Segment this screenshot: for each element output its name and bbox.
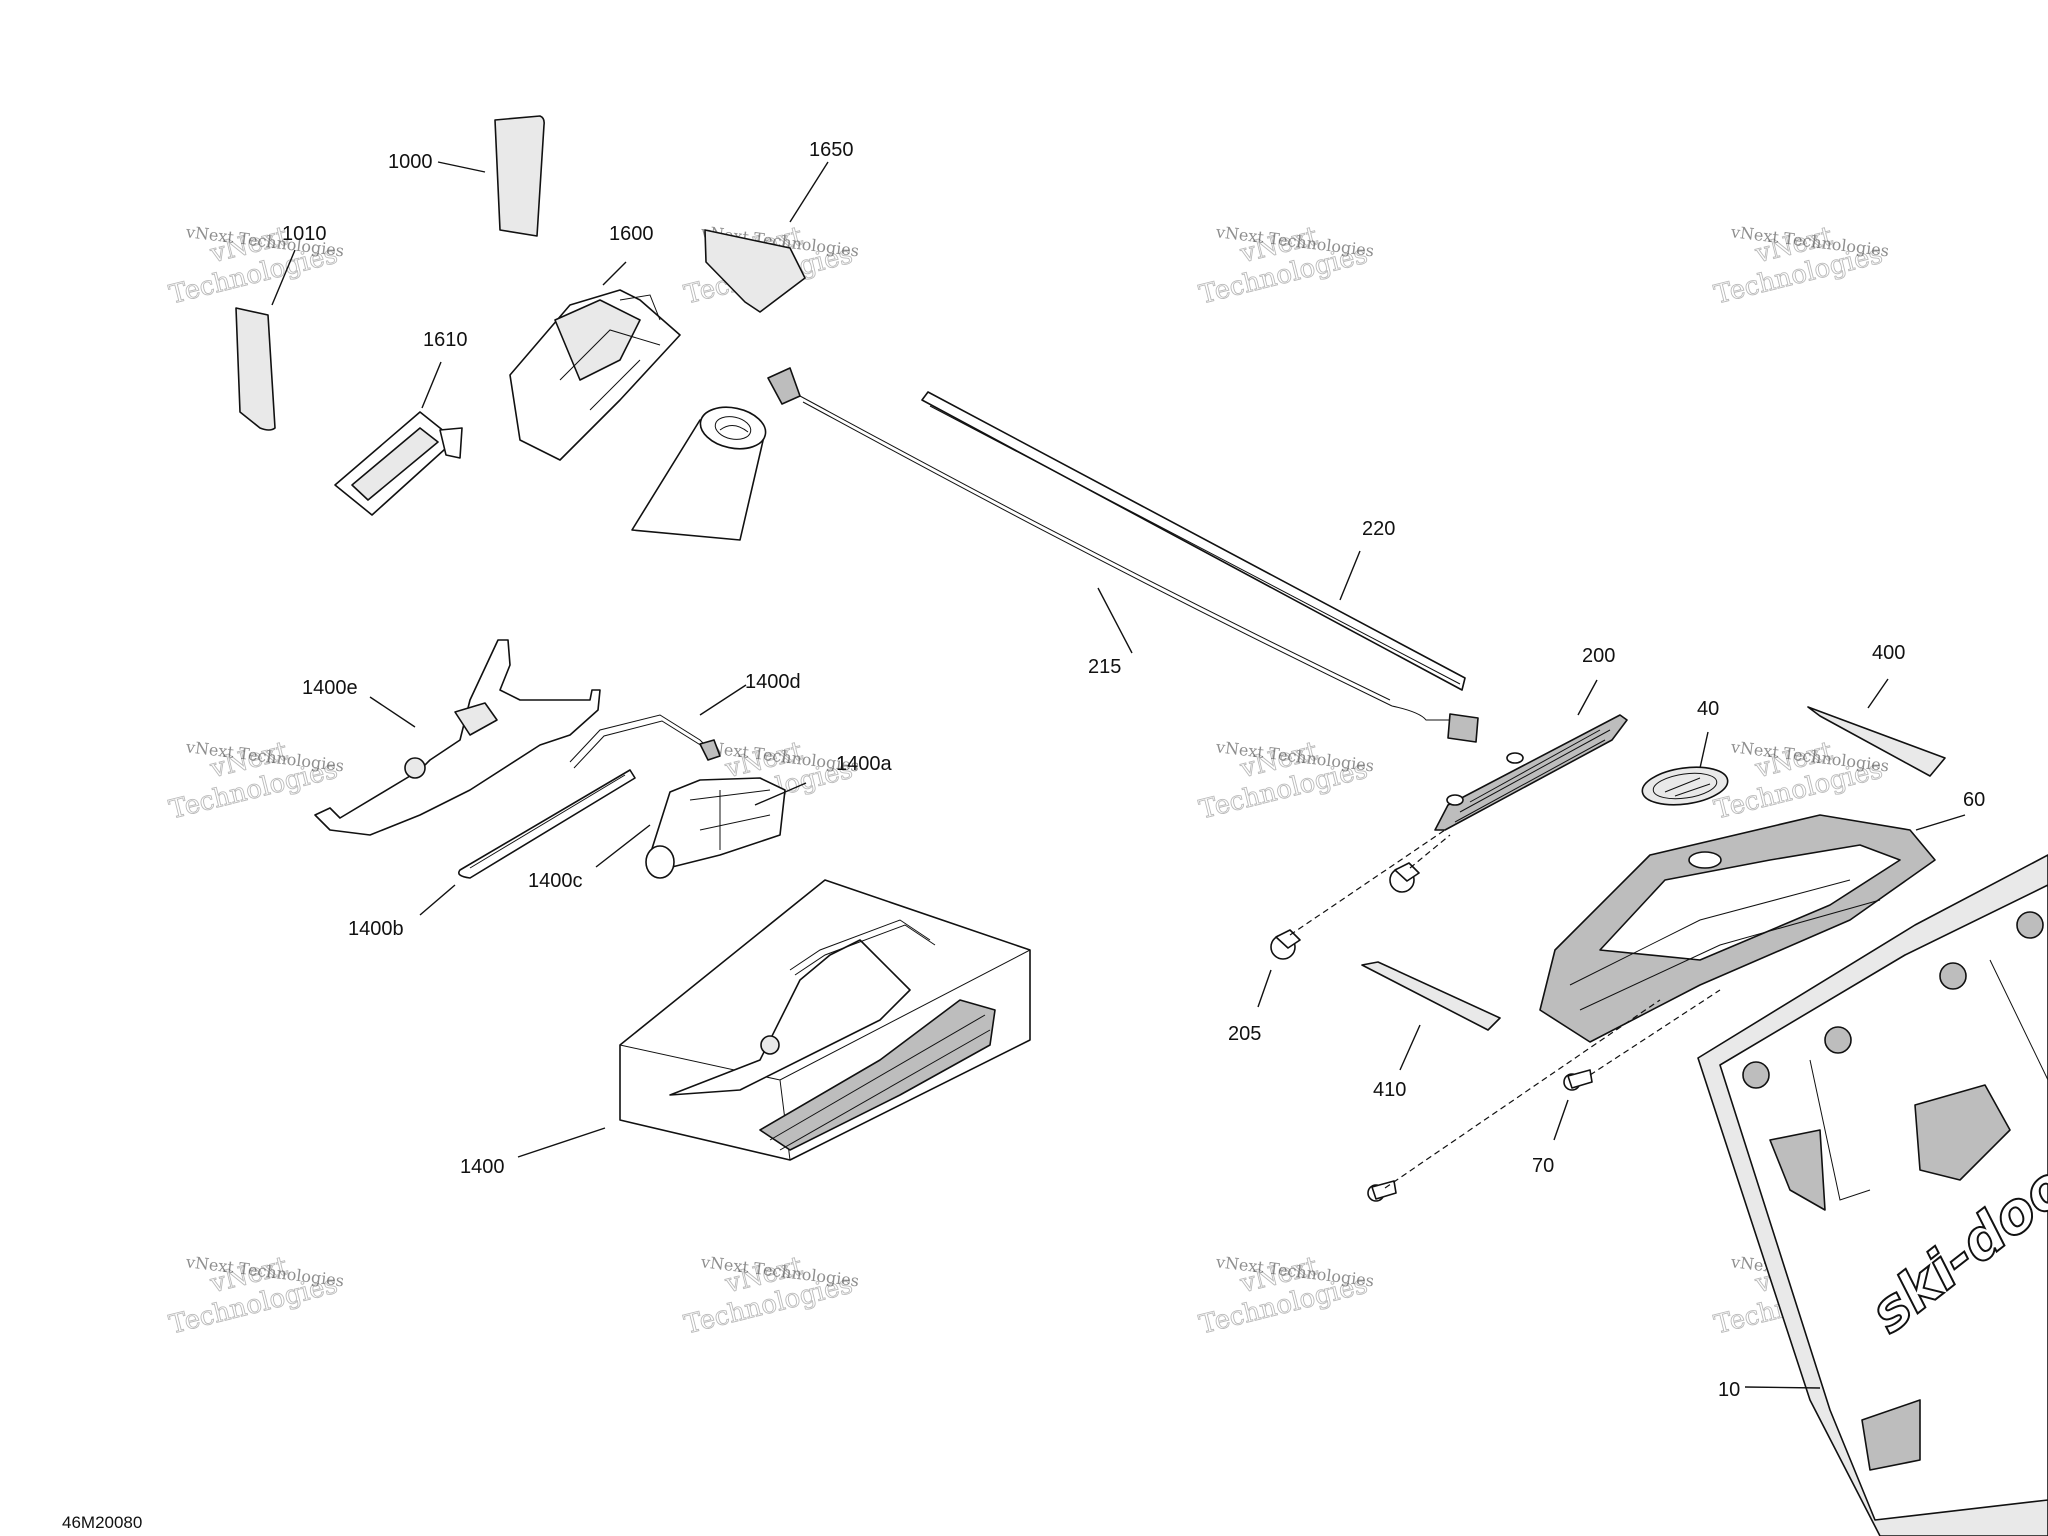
callout-410: 410: [1373, 1079, 1406, 1101]
part-strap-1610[interactable]: [334, 411, 463, 516]
callout-1400a: 1400a: [836, 753, 892, 775]
callout-1400e: 1400e: [302, 677, 358, 699]
watermark: Technologies vNext vNext Technologies: [681, 1251, 860, 1341]
callout-200: 200: [1582, 645, 1615, 667]
watermark: Technologies vNext vNext Technologies: [1196, 221, 1375, 311]
part-screw-205[interactable]: [1389, 862, 1420, 893]
part-bar-1400c[interactable]: [457, 769, 636, 879]
callout-40: 40: [1697, 698, 1719, 720]
callout-220: 220: [1362, 518, 1395, 540]
part-strip-220[interactable]: [921, 391, 1466, 691]
part-panel-10[interactable]: ski-doo: [1697, 854, 2048, 1536]
part-light-200[interactable]: [1434, 714, 1628, 831]
part-emblem-40[interactable]: [1640, 762, 1730, 810]
part-console-60[interactable]: [1539, 814, 1936, 1043]
watermark: Technologies vNext vNext Technologies: [1196, 736, 1375, 826]
part-wrench-1400e[interactable]: [314, 639, 601, 836]
watermark: Technologies vNext vNext Technologies: [166, 1251, 345, 1341]
callout-1400b: 1400b: [348, 918, 404, 940]
callout-205: 205: [1228, 1023, 1261, 1045]
callout-1400c: 1400c: [528, 870, 583, 892]
leader-lines: [271, 161, 1966, 1389]
part-decal-400[interactable]: [1807, 706, 1946, 777]
watermark: Technologies vNext vNext Technologies: [1196, 1251, 1375, 1341]
part-pad-1650[interactable]: [704, 229, 806, 313]
watermark: Technologies vNext vNext Technologies: [166, 221, 345, 311]
callout-1400: 1400: [460, 1156, 505, 1178]
part-kit-box-1400[interactable]: [619, 879, 1031, 1161]
part-screw-205[interactable]: [1270, 929, 1301, 960]
callout-60: 60: [1963, 789, 1985, 811]
part-rod-1400d[interactable]: [569, 714, 721, 769]
part-screw-70[interactable]: [1563, 1069, 1593, 1091]
watermark: Technologies vNext vNext Technologies: [166, 736, 345, 826]
callout-70: 70: [1532, 1155, 1554, 1177]
callout-1610: 1610: [423, 329, 468, 351]
callout-1000: 1000: [388, 151, 433, 173]
watermark: Technologies vNext vNext Technologies: [1711, 221, 1890, 311]
callout-1010: 1010: [282, 223, 327, 245]
part-decal-410[interactable]: [1361, 961, 1501, 1031]
part-decal-1010[interactable]: [235, 307, 276, 431]
part-cable-215[interactable]: [767, 367, 1479, 743]
callout-1600: 1600: [609, 223, 654, 245]
drawing-code: 46M20080: [62, 1513, 142, 1532]
callout-1650: 1650: [809, 139, 854, 161]
callout-400: 400: [1872, 642, 1905, 664]
callout-1400d: 1400d: [745, 671, 801, 693]
part-screw-70[interactable]: [1367, 1180, 1397, 1202]
callout-10: 10: [1718, 1379, 1740, 1401]
part-canister[interactable]: [631, 402, 769, 541]
watermark: Technologies vNext vNext Technologies: [1711, 736, 1890, 826]
part-holder-1600[interactable]: [509, 289, 681, 461]
callout-215: 215: [1088, 656, 1121, 678]
assembly-dash-line: [1289, 829, 1721, 1189]
part-socket-1400a[interactable]: [645, 777, 786, 879]
part-decal-1000[interactable]: [494, 115, 545, 237]
